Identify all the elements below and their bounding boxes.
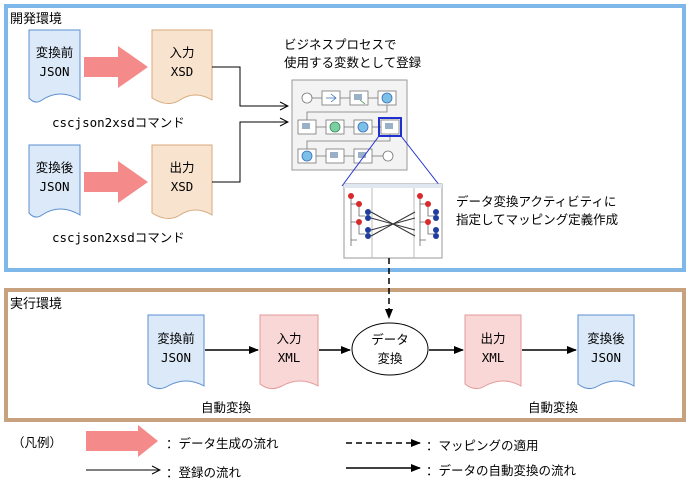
activity-caption: データ変換アクティビティに 指定してマッピング定義作成 — [456, 194, 619, 227]
process-caption: ビジネスプロセスで 使用する変数として登録 — [284, 37, 422, 70]
dev-input-xsd-doc — [151, 29, 213, 104]
command-label-top: cscjson2xsdコマンド — [52, 115, 185, 130]
dev-output-xsd-label: 出力 XSD — [169, 160, 195, 194]
run-after-json-doc — [577, 314, 635, 390]
dev-environment-panel — [4, 4, 686, 272]
transform-label: データ 変換 — [371, 332, 409, 366]
command-label-bottom: cscjson2xsdコマンド — [52, 230, 185, 245]
legend-auto-flow-text: ：データの自動変換の流れ — [426, 463, 577, 478]
mapping-definition-window — [343, 183, 443, 259]
dev-environment-title: 開発環境 — [10, 12, 63, 27]
run-before-json-label: 変換前 JSON — [157, 331, 195, 365]
dev-after-json-label: 変換後 JSON — [35, 160, 74, 194]
dev-before-json-doc — [28, 29, 81, 103]
run-input-xml-doc — [259, 314, 319, 390]
run-environment-panel — [4, 288, 686, 422]
dev-after-json-doc — [28, 144, 81, 218]
registration-arrow-bottom — [212, 122, 288, 183]
run-environment-title: 実行環境 — [10, 297, 63, 312]
registration-arrow-top — [212, 66, 288, 106]
auto-convert-label-left: 自動変換 — [201, 400, 252, 415]
process-nodes — [297, 90, 400, 164]
run-before-json-doc — [147, 314, 205, 390]
selected-activity-highlight — [378, 117, 402, 137]
transform-node — [351, 322, 429, 376]
dev-output-xsd-doc — [151, 144, 213, 219]
auto-convert-label-right: 自動変換 — [528, 400, 579, 415]
legend-generation-arrow — [86, 425, 158, 457]
legend-registration-text: ：登録の流れ — [166, 465, 242, 480]
generation-arrow-top — [84, 46, 148, 88]
legend-generation-text: ：データ生成の流れ — [166, 436, 279, 451]
legend-title: （凡例） — [12, 435, 63, 450]
dev-before-json-label: 変換前 JSON — [35, 45, 74, 79]
run-output-xml-doc — [464, 314, 522, 390]
dev-input-xsd-label: 入力 XSD — [169, 45, 195, 79]
run-after-json-label: 変換後 JSON — [587, 331, 625, 365]
run-output-xml-label: 出力 XML — [480, 331, 506, 365]
legend-mapping-text: ：マッピングの適用 — [426, 438, 539, 453]
run-input-xml-label: 入力 XML — [276, 331, 302, 365]
generation-arrow-bottom — [84, 161, 148, 203]
